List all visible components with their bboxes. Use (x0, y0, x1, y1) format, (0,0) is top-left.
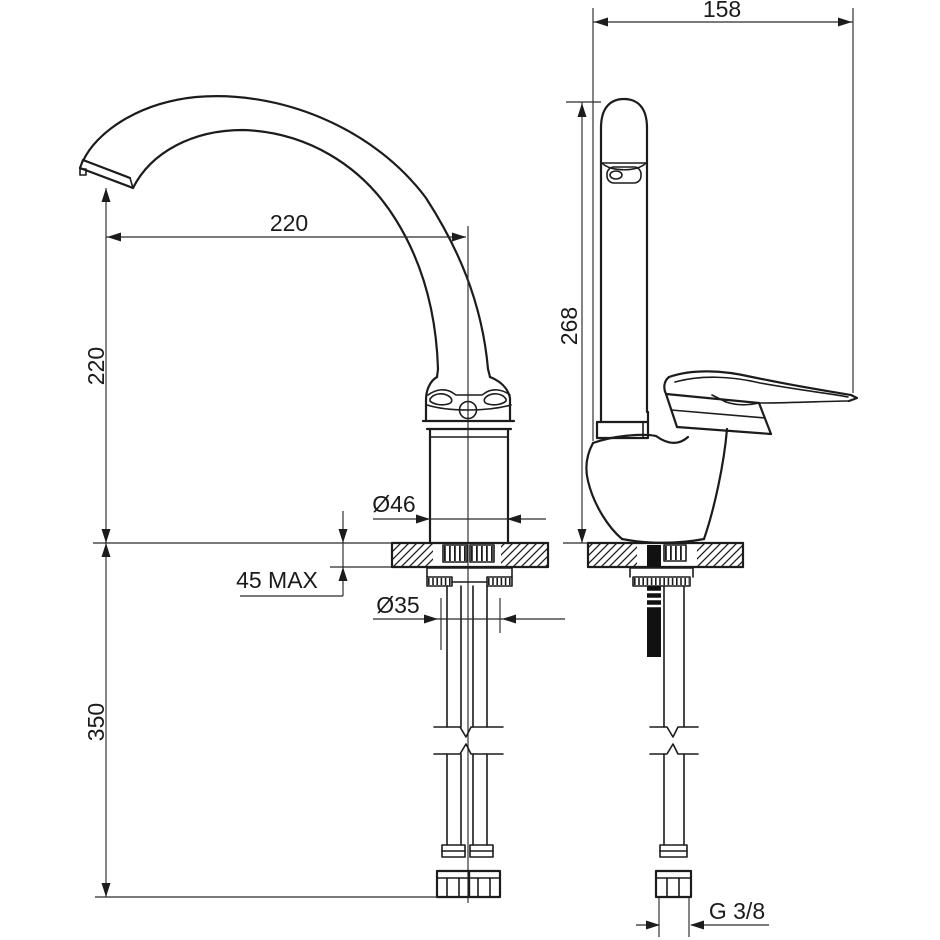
body-front (421, 226, 516, 903)
dim-deck-thickness: 45 MAX (236, 567, 318, 593)
lever-button (458, 400, 478, 420)
pipe-break-symbol-side (649, 726, 699, 755)
hose-collars-front (441, 844, 494, 858)
undersink-side (629, 567, 699, 899)
dim-hose-length: 350 (83, 703, 109, 741)
cartridge-collar (664, 392, 773, 436)
threaded-stud-side (647, 586, 661, 657)
cone-saddle (591, 433, 690, 445)
dim-body-diameter-group: Ø46 (372, 491, 546, 524)
supply-hoses-front (446, 585, 488, 846)
body-side (585, 370, 859, 544)
lever-front (426, 389, 512, 420)
dim-hole-diameter: Ø35 (376, 592, 419, 618)
counter-hatch-left (393, 544, 433, 566)
spout-inner-curve (131, 128, 440, 371)
pipe-break-symbol-front (433, 726, 504, 755)
countertop-front (93, 541, 550, 569)
dim-thread-group: G 3/8 (636, 897, 769, 937)
side-view: 158 268 G 3/8 (556, 0, 859, 937)
counter-hatch-left-side (589, 544, 637, 566)
spout-front (78, 95, 490, 371)
mounting-washer-side (629, 567, 694, 587)
dim-hole-diameter-group: Ø35 (373, 592, 565, 650)
dim-outlet-height: 220 (83, 347, 109, 385)
mounting-washer-front (426, 567, 513, 587)
lever-eye-right (483, 393, 507, 406)
dim-depth-group: 158 (592, 0, 854, 441)
counter-hatch-right (501, 544, 547, 566)
spout-outer-curve (81, 95, 490, 371)
hose-nut-side (654, 869, 693, 899)
undersink-front (426, 567, 513, 899)
threaded-stud-top (647, 545, 661, 567)
cap-dome-right (488, 375, 512, 423)
dimensions-side: 158 268 G 3/8 (556, 0, 854, 937)
dim-body-height: 268 (556, 307, 582, 345)
dim-body-diameter: Ø46 (372, 491, 415, 517)
dim-spout-reach: 220 (270, 210, 308, 236)
lever-side (663, 370, 859, 406)
cone-left-edge (585, 441, 624, 541)
spout-side (595, 97, 650, 440)
hose-nuts-front (435, 869, 502, 899)
shank-nipples-front (442, 544, 495, 563)
dim-body-height-group: 268 (556, 101, 601, 543)
counter-hatch-right-side (697, 544, 742, 566)
cone-right-edge (702, 427, 729, 541)
cap-dome-left (424, 375, 439, 423)
front-view: 220 350 220 45 MAX Ø46 (78, 95, 565, 903)
dim-depth: 158 (703, 0, 741, 22)
spout-aerator-tip (78, 158, 135, 190)
dimensions-front: 220 350 220 45 MAX Ø46 (83, 188, 565, 898)
countertop-side (563, 541, 745, 569)
aerator-side (601, 162, 647, 184)
lever-eye-left (429, 393, 453, 406)
hose-collar-side (659, 844, 688, 858)
dim-deck-thickness-group: 45 MAX (236, 511, 348, 597)
supply-hose-side (663, 585, 685, 846)
dim-thread: G 3/8 (709, 898, 765, 924)
